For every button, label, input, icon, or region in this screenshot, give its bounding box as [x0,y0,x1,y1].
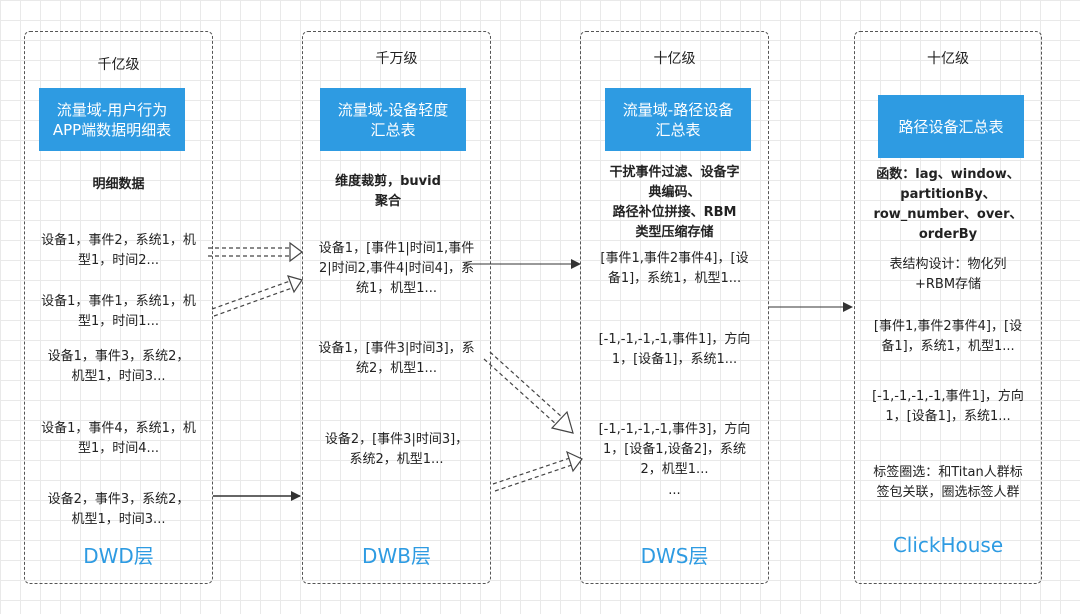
dwd-column [24,31,213,584]
dwd-row-4: 设备1，事件4，系统1，机 型1，时间4... [41,421,196,456]
dwb-row-2: 设备1，[事件3|时间3]，系 统2，机型1... [318,341,475,376]
dws-table-box: 流量域-路径设备 汇总表 [605,88,751,151]
dwd-scale-label: 千亿级 [97,57,140,73]
dws-subtitle: 干扰事件过滤、设备字 典编码、 路径补位拼接、RBM 类型压缩存储 [609,165,740,240]
dws-row-1: [事件1,事件2事件4]，[设 备1]，系统1，机型1... [600,251,749,286]
dwb-layer-label: DWB层 [362,544,431,568]
dashed-arrow-dwb-to-dws-1 [483,351,574,434]
clickhouse-table-box: 路径设备汇总表 [878,95,1024,158]
dws-row-3: [-1,-1,-1,-1,事件3]，方向 1，[设备1,设备2]，系统 2，机型… [598,422,751,477]
clickhouse-scale-label: 十亿级 [927,51,969,67]
clickhouse-layer-label: ClickHouse [892,533,1004,557]
dwb-row-3: 设备2，[事件3|时间3]， 系统2，机型1... [324,432,469,467]
dwb-table-box: 流量域-设备轻度 汇总表 [320,88,466,151]
dws-row-4: ... [668,483,681,498]
dashed-arrow-dwb-to-dws-2 [492,450,583,492]
dws-layer-label: DWS层 [640,544,709,568]
dwb-column [302,31,491,584]
dashed-arrow-dwd-to-dwb-2 [211,275,303,317]
dwd-row-5: 设备2，事件3，系统2， 机型1，时间3... [47,492,190,527]
dws-scale-label: 十亿级 [653,51,696,67]
dwd-row-3: 设备1，事件3，系统2， 机型1，时间3... [47,349,190,384]
clickhouse-row-3: [-1,-1,-1,-1,事件1]，方向 1，[设备1]，系统1... [872,389,1024,424]
clickhouse-column [854,31,1042,584]
dwd-row-2: 设备1，事件1，系统1，机 型1，时间1... [41,294,196,329]
dwd-row-1: 设备1，事件2，系统1，机 型1，时间2... [41,233,196,268]
dashed-arrow-dwd-to-dwb-1 [208,241,303,263]
dws-column [580,31,769,584]
clickhouse-subtitle: 函数：lag、window、 partitionBy、 row_number、o… [873,167,1023,242]
dwd-subtitle: 明细数据 [92,177,145,192]
clickhouse-row-2: [事件1,事件2事件4]，[设 备1]，系统1，机型1... [873,319,1023,354]
dwd-table-box: 流量域-用户行为 APP端数据明细表 [39,88,185,151]
dwb-subtitle: 维度裁剪，buvid 聚合 [335,174,441,209]
dwd-layer-label: DWD层 [83,544,154,568]
clickhouse-row-4: 标签圈选：和Titan人群标 签包关联，圈选标签人群 [873,465,1023,500]
clickhouse-row-1: 表结构设计：物化列 +RBM存储 [889,257,1007,292]
dwb-scale-label: 千万级 [375,51,418,67]
dwb-row-1: 设备1，[事件1|时间1,事件 2|时间2,事件4|时间4]，系 统1，机型1.… [318,241,475,296]
dws-row-2: [-1,-1,-1,-1,事件1]，方向 1，[设备1]，系统1... [598,332,751,367]
